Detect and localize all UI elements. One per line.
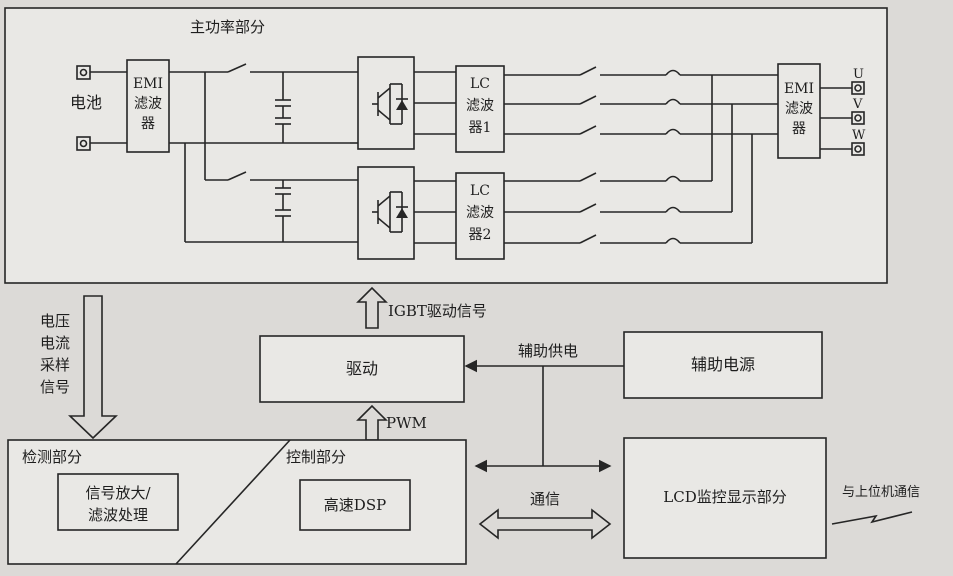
pwm-label: PWM: [386, 414, 427, 432]
phase-u: U: [853, 67, 864, 82]
lc1-line3: 器1: [469, 120, 492, 136]
uvw-terminals: [820, 81, 865, 156]
lc2-line1: LC: [470, 183, 490, 199]
sampling-line4: 信号: [40, 378, 70, 396]
emi-out-line3: 器: [792, 121, 806, 137]
output-wiring: [504, 66, 778, 244]
main-power-title: 主功率部分: [190, 18, 265, 36]
signal-amp-block: [57, 473, 179, 531]
emi-out-line2: 滤波: [785, 101, 813, 117]
aux-supply-label: 辅助供电: [518, 342, 578, 360]
pwm-arrow: [356, 404, 388, 441]
emi-out-line1: EMI: [784, 81, 814, 97]
dsp-block: [299, 479, 411, 531]
emi-filter-output: [777, 63, 821, 159]
drive-block: [259, 335, 465, 403]
signal-amp-line2: 滤波处理: [88, 506, 148, 524]
battery-label: 电池: [70, 93, 102, 112]
emi-in-line3: 器: [141, 116, 155, 132]
phase-w: W: [852, 128, 866, 143]
emi-filter-input: [126, 59, 170, 153]
comm-label: 通信: [530, 490, 560, 508]
igbt-signal-arrow: [356, 286, 388, 329]
sampling-arrow: [68, 295, 118, 440]
section-divider: [175, 439, 291, 565]
lc1-line1: LC: [470, 76, 490, 92]
igbt-lc-wiring: [414, 71, 456, 244]
igbt-module-2: [357, 166, 415, 260]
sampling-line3: 采样: [40, 356, 70, 374]
lc2-line2: 滤波: [466, 205, 494, 221]
aux-power-block: [623, 331, 823, 399]
igbt-module-1: [357, 56, 415, 150]
dsp-label: 高速DSP: [324, 496, 386, 514]
phase-v: V: [852, 97, 863, 112]
emi-in-line2: 滤波: [134, 96, 162, 112]
detect-title: 检测部分: [22, 448, 82, 466]
host-comm-lightning: [831, 511, 913, 525]
sampling-line2: 电流: [40, 334, 70, 352]
sampling-line1: 电压: [40, 312, 70, 330]
comm-arrow: [478, 508, 612, 540]
control-title: 控制部分: [286, 448, 346, 466]
aux-power-label: 辅助电源: [691, 355, 755, 374]
lc2-line3: 器2: [469, 227, 492, 243]
lcd-label: LCD监控显示部分: [663, 488, 786, 506]
signal-amp-line1: 信号放大/: [85, 484, 151, 502]
lc1-line2: 滤波: [466, 98, 494, 114]
dc-bus-wiring: [169, 63, 358, 243]
igbt-signal-label: IGBT驱动信号: [388, 302, 487, 320]
lc-filter-1: [455, 65, 505, 153]
lcd-block: [623, 437, 827, 559]
drive-label: 驱动: [346, 359, 378, 378]
host-comm-label: 与上位机通信: [842, 485, 920, 500]
lc-filter-2: [455, 172, 505, 260]
emi-in-line1: EMI: [133, 76, 163, 92]
